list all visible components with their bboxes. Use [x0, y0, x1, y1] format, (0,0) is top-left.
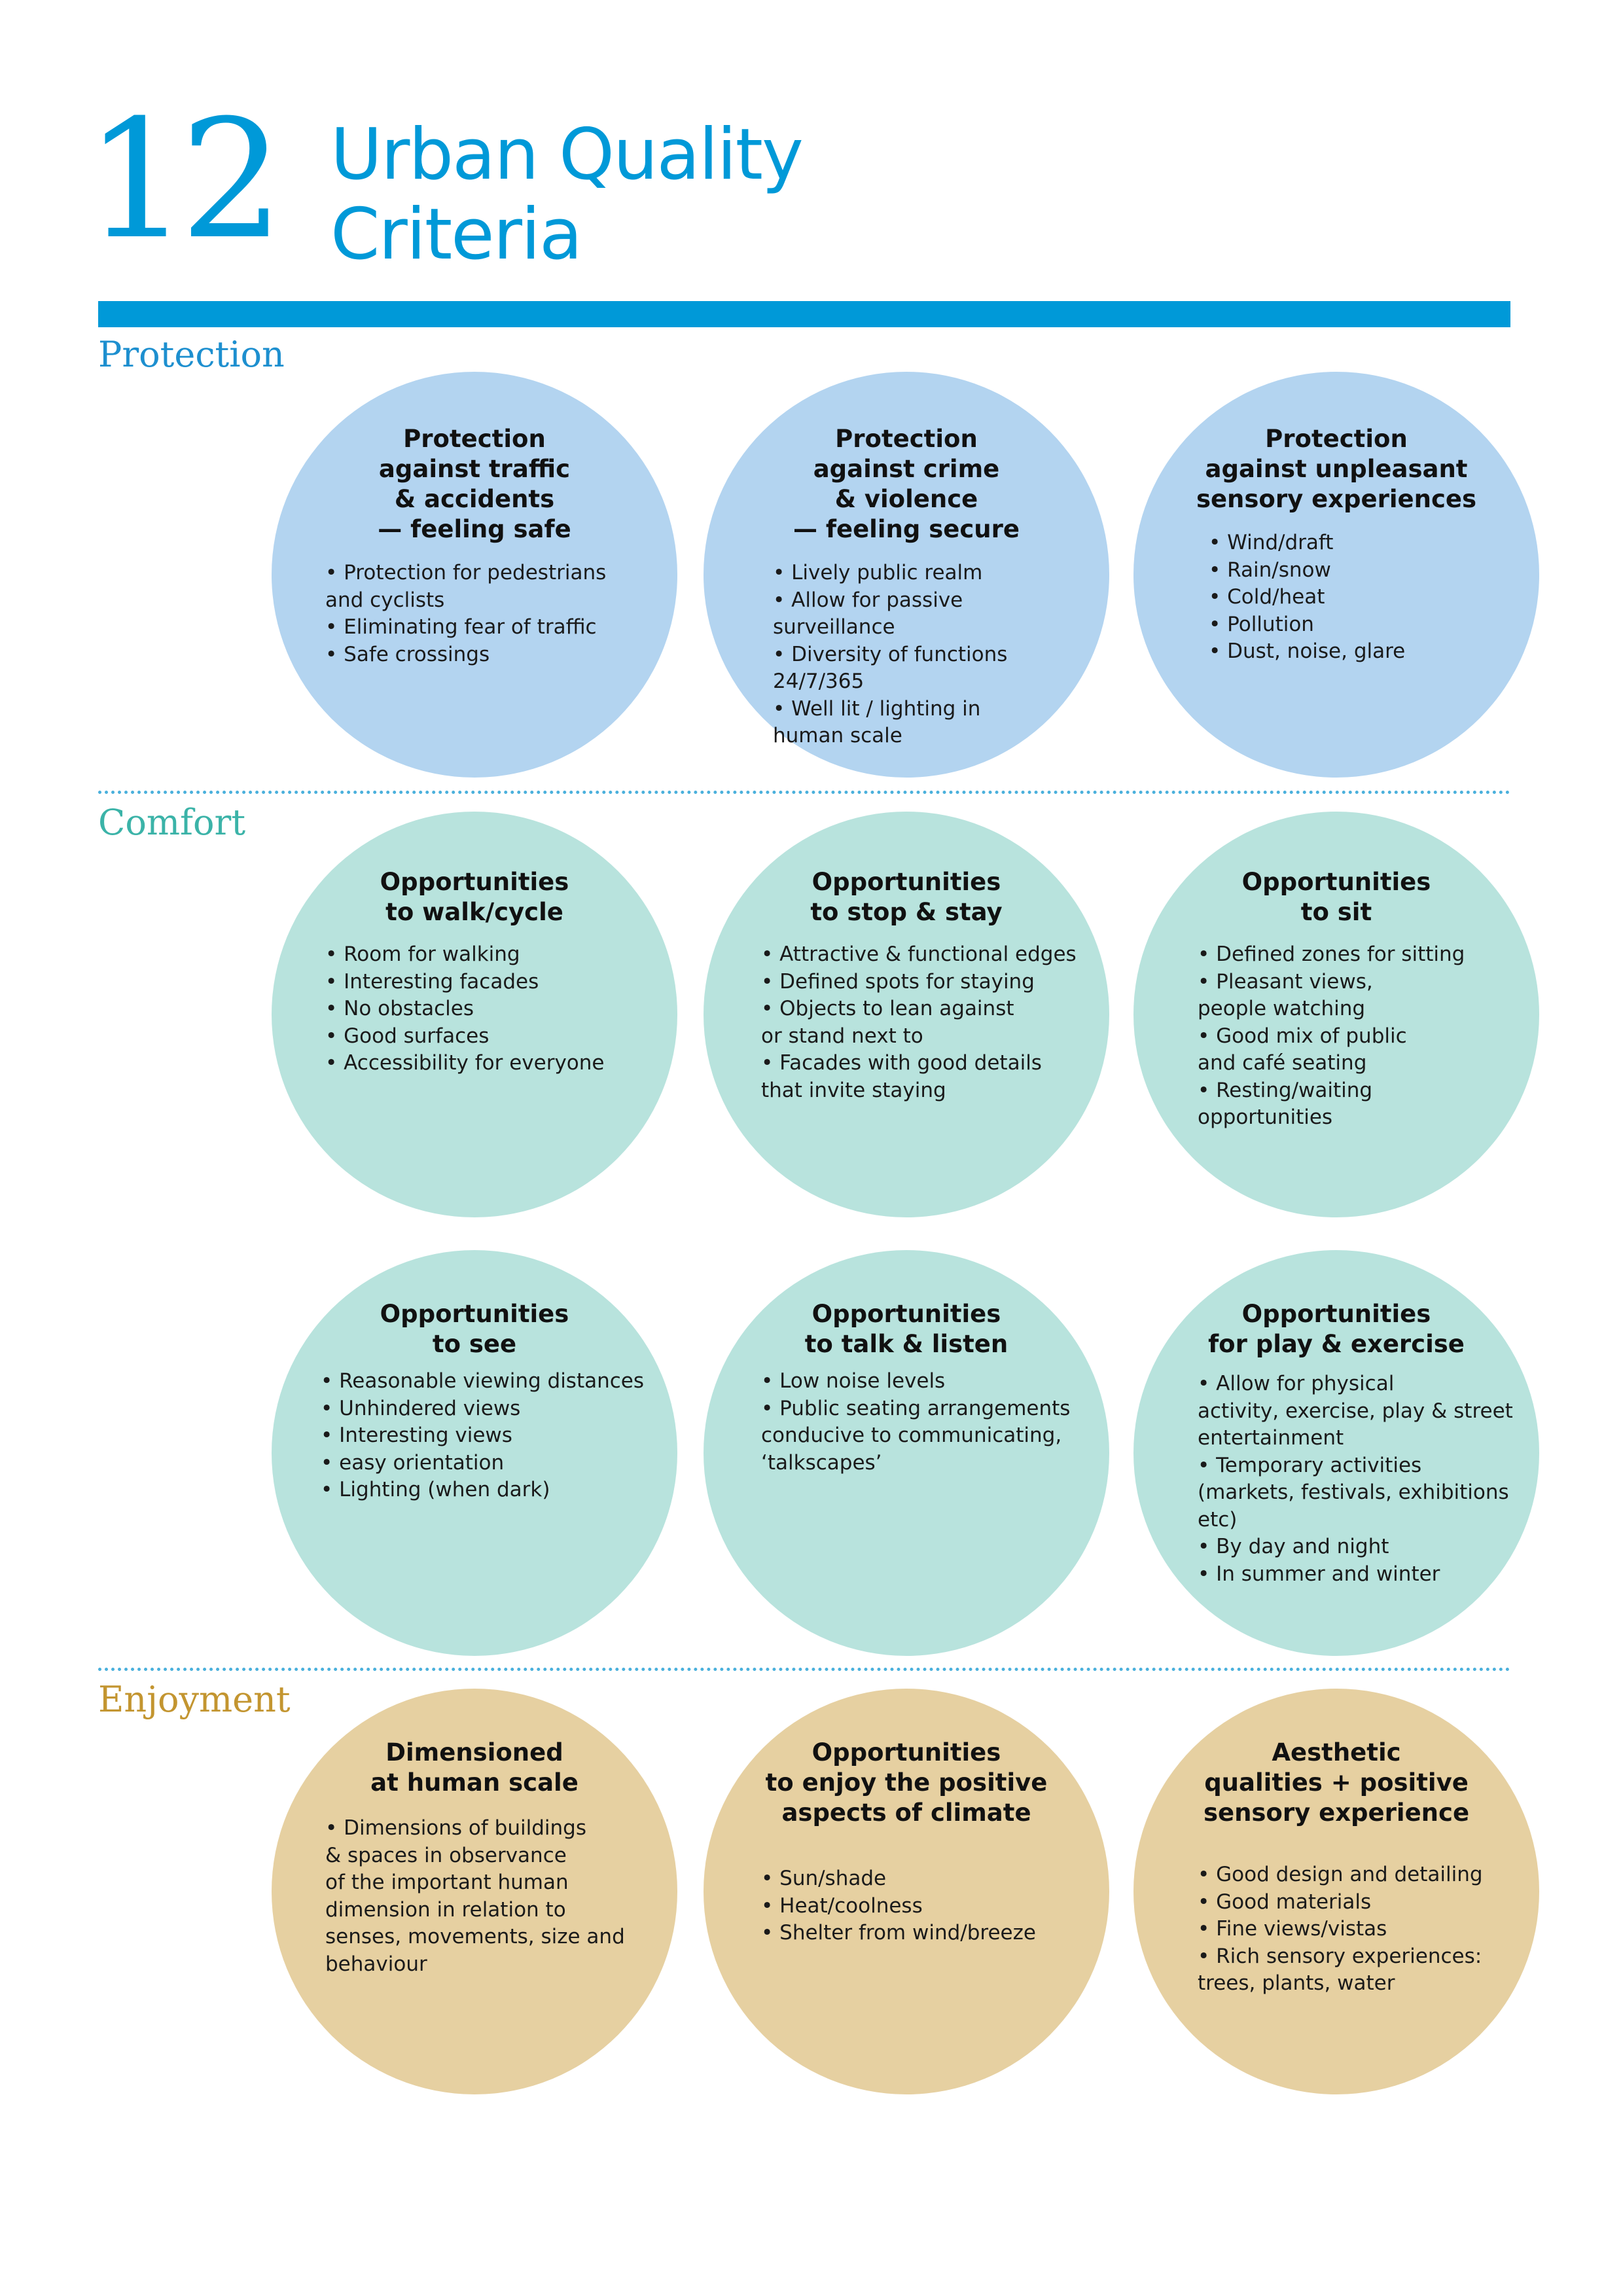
circle-title: Aesthetic qualities + positive sensory e…	[1203, 1738, 1470, 1827]
page-title: Urban Quality Criteria	[330, 114, 804, 276]
circle-title: Opportunities to stop & stay	[810, 868, 1003, 926]
circle-title: Protection against crime & violence — fe…	[793, 425, 1020, 543]
circle-bullets: • Protection for pedestrians and cyclist…	[325, 561, 607, 666]
circle-bullets: • Sun/shade • Heat/coolness • Shelter fr…	[761, 1867, 1036, 1945]
section-label-protection: Protection	[98, 334, 285, 375]
circle-play-exercise: Opportunities for play & exercise • Allo…	[1133, 1250, 1539, 1656]
circle-title: Opportunities to talk & listen	[804, 1300, 1008, 1358]
circle-climate: Opportunities to enjoy the positive aspe…	[704, 1689, 1109, 2094]
circle-see: Opportunities to see • Reasonable viewin…	[272, 1250, 677, 1656]
circle-bullets: • Reasonable viewing distances • Unhinde…	[321, 1369, 645, 1501]
circle-aesthetic: Aesthetic qualities + positive sensory e…	[1133, 1689, 1539, 2094]
circle-bullets: • Allow for physical activity, exercise,…	[1198, 1372, 1513, 1586]
circle-bullets: • Attractive & functional edges • Define…	[761, 942, 1077, 1102]
circle-sensory-protection: Protection against unpleasant sensory ex…	[1133, 372, 1539, 778]
title-line-1: Urban Quality	[330, 114, 804, 196]
circle-talk-listen: Opportunities to talk & listen • Low noi…	[704, 1250, 1109, 1656]
header-number: 12	[85, 84, 284, 275]
circle-title: Opportunities to enjoy the positive aspe…	[765, 1738, 1048, 1827]
circle-title: Opportunities to walk/cycle	[380, 868, 569, 926]
circle-walk-cycle: Opportunities to walk/cycle • Room for w…	[272, 812, 677, 1217]
circle-bullets: • Dimensions of buildings & spaces in ob…	[325, 1816, 625, 1976]
section-label-enjoyment: Enjoyment	[98, 1679, 291, 1720]
circle-stop-stay: Opportunities to stop & stay • Attractiv…	[704, 812, 1109, 1217]
circle-title: Opportunities to sit	[1241, 868, 1431, 926]
section-divider	[98, 1668, 1510, 1671]
circle-bullets: • Lively public realm • Allow for passiv…	[773, 561, 1008, 747]
circle-title: Opportunities for play & exercise	[1208, 1300, 1465, 1358]
circle-bullets: • Defined zones for sitting • Pleasant v…	[1198, 942, 1465, 1129]
section-divider	[98, 791, 1510, 794]
title-line-2: Criteria	[330, 194, 582, 276]
circle-bullets: • Low noise levels • Public seating arra…	[761, 1369, 1071, 1475]
circle-title: Protection against unpleasant sensory ex…	[1196, 425, 1477, 513]
circle-title: Opportunities to see	[380, 1300, 569, 1358]
circle-sit: Opportunities to sit • Defined zones for…	[1133, 812, 1539, 1217]
circle-human-scale: Dimensioned at human scale • Dimensions …	[272, 1689, 677, 2094]
circle-title: Protection against traffic & accidents —…	[378, 425, 571, 543]
circle-bullets: • Wind/draft • Rain/snow • Cold/heat • P…	[1209, 531, 1406, 663]
section-label-comfort: Comfort	[98, 802, 246, 843]
circle-crime-protection: Protection against crime & violence — fe…	[704, 372, 1109, 778]
circle-bullets: • Good design and detailing • Good mater…	[1198, 1863, 1483, 1995]
circle-bullets: • Room for walking • Interesting facades…	[325, 942, 605, 1075]
circle-title: Dimensioned at human scale	[370, 1738, 579, 1797]
header-bar	[98, 301, 1510, 327]
circle-traffic-safety: Protection against traffic & accidents —…	[272, 372, 677, 778]
